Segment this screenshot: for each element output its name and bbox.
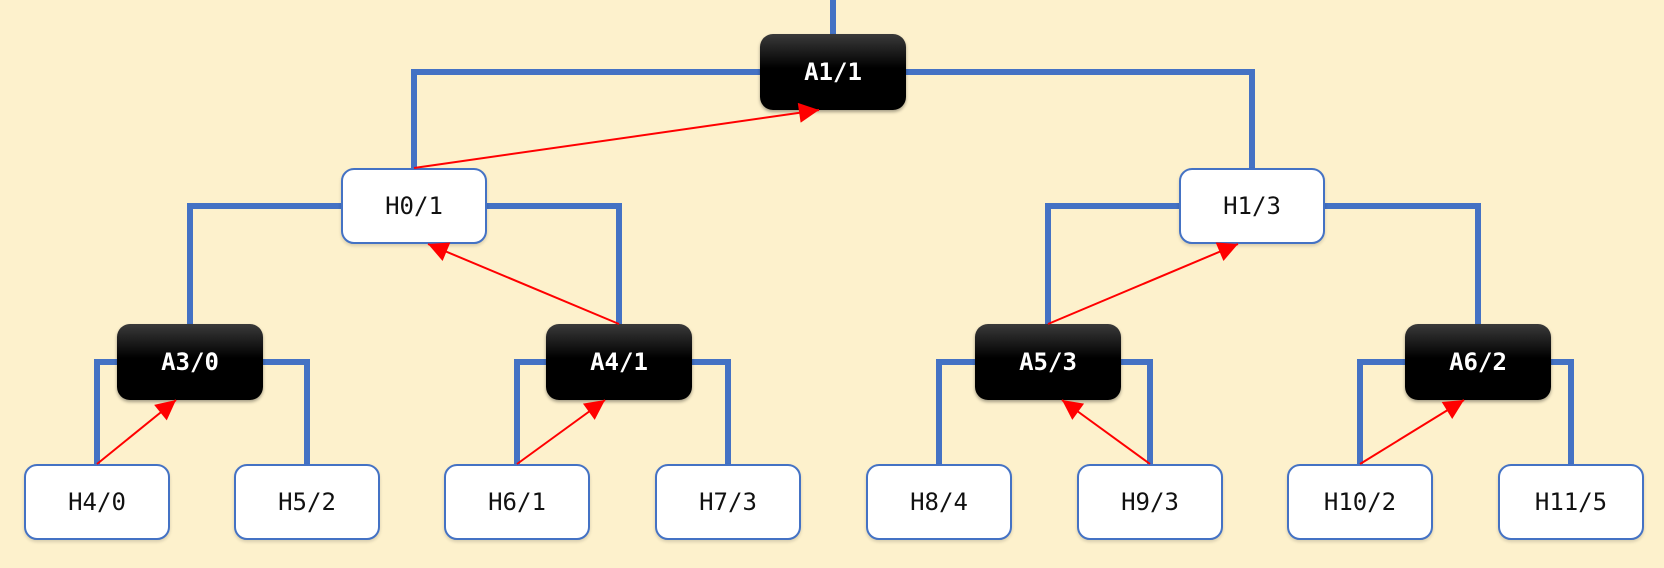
node-a5: A5/3 xyxy=(975,324,1121,400)
node-h1: H1/3 xyxy=(1179,168,1325,244)
node-a6: A6/2 xyxy=(1405,324,1551,400)
node-h11: H11/5 xyxy=(1498,464,1644,540)
arrow-H10-to-A6 xyxy=(1359,399,1465,465)
node-h9: H9/3 xyxy=(1077,464,1223,540)
node-h8: H8/4 xyxy=(866,464,1012,540)
node-a3: A3/0 xyxy=(117,324,263,400)
node-h7: H7/3 xyxy=(655,464,801,540)
node-h4: H4/0 xyxy=(24,464,170,540)
edge-H1-A6 xyxy=(1252,203,1481,362)
arrow-H6-to-A4 xyxy=(516,399,606,465)
edge-H0-A3 xyxy=(187,203,414,362)
arrow-A4-to-H0 xyxy=(427,242,620,325)
arrow-H9-to-A5 xyxy=(1061,399,1151,465)
arrow-A5-to-H1 xyxy=(1047,242,1239,325)
node-h6: H6/1 xyxy=(444,464,590,540)
node-h10: H10/2 xyxy=(1287,464,1433,540)
edge-A1-H0 xyxy=(411,69,833,206)
edge-A1-H1 xyxy=(833,69,1255,206)
node-h5: H5/2 xyxy=(234,464,380,540)
node-h0: H0/1 xyxy=(341,168,487,244)
node-a1: A1/1 xyxy=(760,34,906,110)
arrow-H4-to-A3 xyxy=(96,399,177,465)
node-a4: A4/1 xyxy=(546,324,692,400)
arrow-H0-to-A1 xyxy=(413,102,820,169)
